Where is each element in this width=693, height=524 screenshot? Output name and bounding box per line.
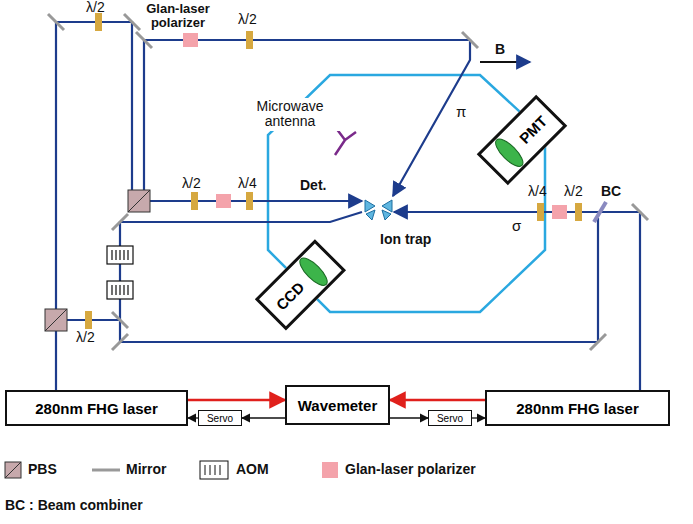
waveplate-label: λ/2 xyxy=(86,0,105,15)
waveplate-label: λ/2 xyxy=(182,176,201,191)
legend-samples xyxy=(5,461,228,479)
node-text: Servo xyxy=(207,413,233,424)
node-text: 280nm FHG laser xyxy=(516,400,639,417)
servo-box: Servo xyxy=(428,410,472,426)
legend-text: PBS xyxy=(28,462,57,477)
signal-connector xyxy=(188,399,285,402)
signal-connector xyxy=(242,417,285,418)
laser-beams xyxy=(56,22,640,390)
legend-note: BC : Beam combiner xyxy=(5,498,143,513)
wavemeter-box: Wavemeter xyxy=(285,385,390,425)
node-text: Wavemeter xyxy=(298,397,377,414)
component-label: BC xyxy=(601,184,621,199)
waveplate-label: λ/2 xyxy=(76,330,95,345)
node-text: CCD xyxy=(272,278,307,313)
waveplate-label: λ/2 xyxy=(564,184,583,199)
signal-connector xyxy=(390,399,485,402)
polarizers xyxy=(183,33,567,219)
component-label: Microwave antenna xyxy=(240,98,340,131)
microwave-antenna xyxy=(335,128,356,155)
mirrors xyxy=(48,14,648,350)
servo-box: Servo xyxy=(198,410,242,426)
ion-trap xyxy=(365,200,392,220)
laser-box: 280nm FHG laser xyxy=(5,390,188,426)
beam-label: Det. xyxy=(300,178,326,193)
aoms xyxy=(107,246,133,299)
node-text: Servo xyxy=(437,413,463,424)
signal-connector xyxy=(472,417,485,418)
beam-combiner xyxy=(594,202,606,222)
pbs-cubes xyxy=(45,190,150,331)
component-label: Glan-laser polarizer xyxy=(135,2,221,31)
legend-text: AOM xyxy=(236,462,269,477)
legend-swatch xyxy=(322,462,338,478)
legend-text: Mirror xyxy=(126,462,166,477)
pmt-detector: PMT xyxy=(477,95,568,186)
legend-text: Glan-laser polarizer xyxy=(345,462,476,477)
waveplate-label: λ/2 xyxy=(238,12,257,27)
field-label: B xyxy=(495,42,505,57)
laser-box: 280nm FHG laser xyxy=(485,390,670,426)
ccd-camera: CCD xyxy=(255,240,346,331)
signal-connector xyxy=(390,417,428,418)
polarization-label: π xyxy=(456,104,466,121)
node-text: 280nm FHG laser xyxy=(35,400,158,417)
polarization-label: σ xyxy=(512,218,521,235)
waveplate-label: λ/4 xyxy=(238,176,257,191)
node-text: PMT xyxy=(516,112,550,146)
waveplate-label: λ/4 xyxy=(528,184,547,199)
signal-connector xyxy=(188,417,198,418)
component-label: Ion trap xyxy=(380,232,431,247)
